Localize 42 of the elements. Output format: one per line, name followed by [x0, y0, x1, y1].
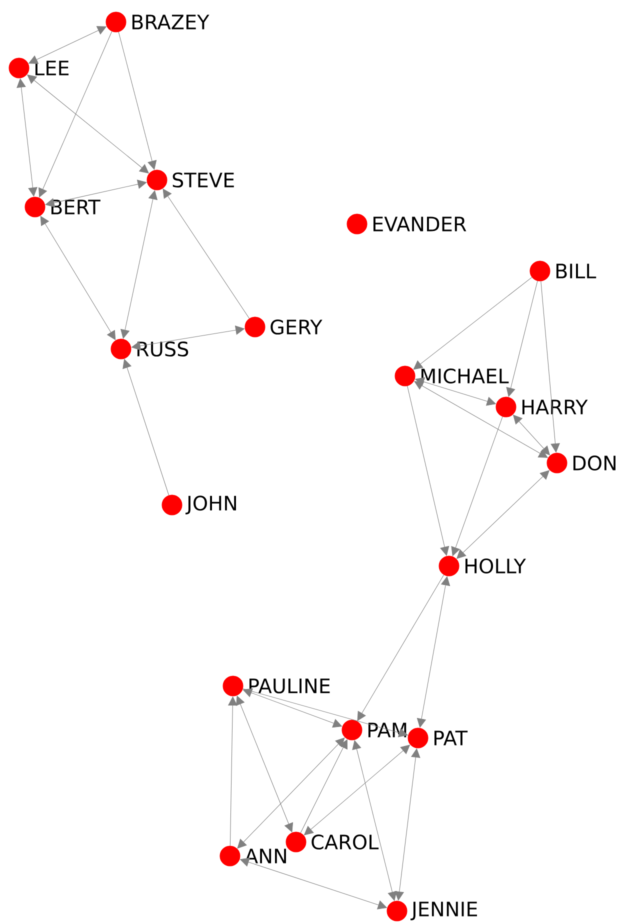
node-label: EVANDER: [373, 216, 466, 232]
person-node: BRAZEY: [106, 12, 210, 32]
node-label: MICHAEL: [421, 368, 509, 384]
person-node: STEVE: [146, 170, 234, 190]
node-label: PAT: [434, 730, 468, 746]
node-label: HOLLY: [465, 558, 526, 574]
node-label: ANN: [244, 848, 286, 864]
person-node: PAT: [408, 728, 468, 748]
arrow: [300, 739, 348, 834]
arrow: [416, 576, 450, 728]
node-label: BRAZEY: [132, 14, 210, 30]
person-node: HOLLY: [438, 556, 526, 576]
person-node: MICHAEL: [394, 366, 509, 386]
node-label: LEE: [35, 60, 69, 76]
person-node: ANN: [220, 846, 286, 866]
node-label: STEVE: [172, 172, 234, 188]
arrow: [413, 277, 532, 370]
node-label: GERY: [270, 319, 322, 335]
person-node: LEE: [8, 58, 69, 78]
arrow: [162, 188, 250, 319]
node-label: DON: [573, 455, 616, 471]
node-label: JENNIE: [410, 902, 477, 920]
node-label: JOHN: [186, 496, 236, 514]
node-label: PAULINE: [249, 678, 330, 694]
person-node: HARRY: [496, 396, 588, 418]
node-label: CAROL: [312, 834, 379, 850]
person-node: CAROL: [286, 832, 379, 852]
person-node: GERY: [244, 316, 322, 338]
arrow: [407, 386, 450, 556]
arrow: [451, 416, 503, 556]
arrow: [45, 180, 147, 208]
person-node: BILL: [530, 260, 596, 282]
arrow: [242, 688, 342, 728]
person-node: JOHN: [162, 494, 236, 516]
person-node: EVANDER: [346, 214, 466, 234]
person-node: DON: [546, 452, 616, 474]
arrow: [236, 696, 294, 832]
person-node: JENNIE: [386, 900, 477, 922]
arrow: [131, 326, 245, 350]
node-label: HARRY: [522, 400, 588, 414]
node-label: BILL: [556, 264, 596, 278]
person-node: PAULINE: [222, 676, 330, 696]
